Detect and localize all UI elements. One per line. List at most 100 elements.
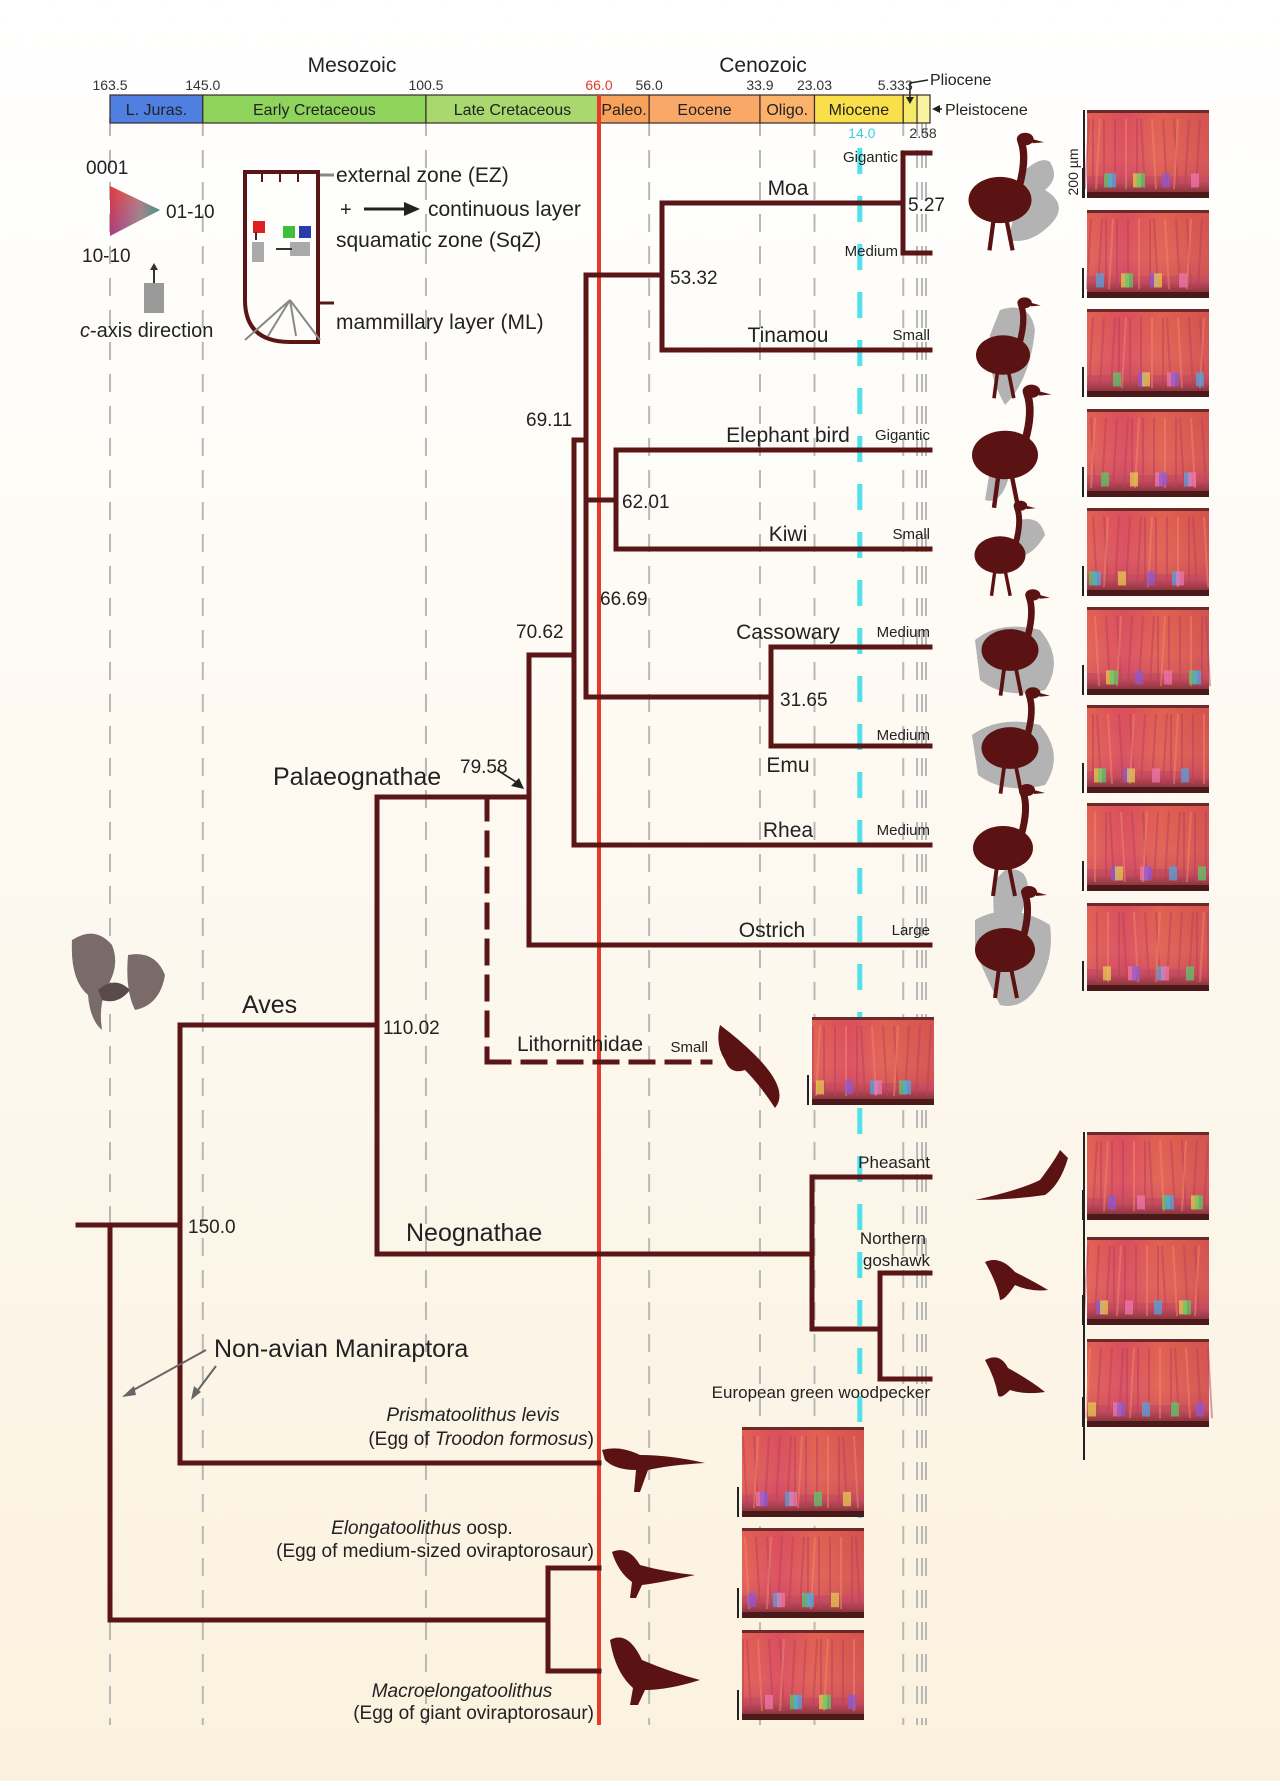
boundary-label-b2303: 23.03: [797, 77, 832, 93]
taxon-label-kiwi: Kiwi: [769, 523, 808, 546]
era-mesozoic: Mesozoic: [308, 54, 397, 77]
node-label-66-69: 66.69: [600, 589, 648, 610]
clade-label-aves: Aves: [242, 991, 297, 1019]
microstructure-woodpecker-baseband: [1087, 1421, 1209, 1427]
microstructure-tinamou-topband: [1087, 309, 1209, 312]
microstructure-elephant-bird-grain-2: [1101, 472, 1109, 487]
microstructure-goshawk-grain-4: [1183, 1300, 1191, 1315]
taxon-label-goshawk-line1: Northern: [860, 1229, 926, 1248]
silhouette-kiwi-leg-b: [1003, 569, 1012, 597]
silhouette-cassowary: [975, 589, 1054, 696]
microstructure-prismatoolithus-grain-2: [814, 1491, 822, 1507]
microstructure-moa-medium-streak-6: [1086, 218, 1092, 290]
microstructure-cassowary-grain-3: [1164, 670, 1172, 685]
microstructure-tinamou-streak-5: [1188, 317, 1194, 389]
silhouette-cassowary-head: [1025, 589, 1041, 601]
legend-green-grain: [283, 226, 295, 238]
microstructure-macroelongatoolithus-streak-11: [746, 1638, 752, 1712]
microstructure-tinamou-baseband: [1087, 391, 1209, 397]
microstructure-prismatoolithus-streak-12: [753, 1435, 759, 1509]
period-pleist: [916, 94, 931, 124]
silhouette-tinamou-leg-a: [992, 370, 1000, 399]
microstructure-ostrich-baseband: [1087, 985, 1209, 991]
silhouette-kiwi-leg-a: [989, 570, 997, 597]
legend-01-10: 01-10: [166, 202, 215, 223]
period-label-miocene: Miocene: [829, 102, 890, 119]
silhouette-rhea-head: [1019, 784, 1035, 796]
microstructure-woodpecker: [1082, 1339, 1213, 1427]
silhouette-ostrich: [975, 886, 1051, 1006]
legend-sqz-label: squamatic zone (SqZ): [336, 229, 541, 252]
node-label-150-0: 150.0: [188, 1217, 236, 1238]
taxon-label-pheasant: Pheasant: [858, 1153, 930, 1172]
microstructure-woodpecker-grain-2: [1142, 1402, 1150, 1417]
microstructure-cassowary-grain-2: [1135, 670, 1143, 685]
taxon-label-goshawk-line2: goshawk: [863, 1251, 931, 1270]
woodpecker-shape: [985, 1357, 1045, 1397]
silhouette-tinamou-head: [1017, 297, 1032, 309]
legend-continuous-label: continuous layer: [428, 198, 581, 221]
microstructure-kiwi-streak-12: [1103, 516, 1109, 588]
microstructure-moa-gigantic-grain-2: [1162, 173, 1170, 188]
silhouette-cassowary-neck: [1023, 593, 1035, 642]
microstructure-prismatoolithus: [737, 1427, 864, 1517]
microstructure-lithornithidae-streak-3: [926, 1025, 932, 1097]
microstructure-woodpecker-grain-5: [1117, 1402, 1125, 1417]
period-ecret: [202, 94, 427, 124]
boundary-label-b66: 66.0: [585, 77, 612, 93]
microstructure-moa-medium-streak-12: [1186, 218, 1192, 290]
size-label-cassowary: Medium: [877, 624, 930, 641]
microstructure-rhea-grain-5: [1144, 866, 1152, 881]
microstructure-woodpecker-grain-3: [1171, 1402, 1179, 1417]
silhouette-rhea: [973, 784, 1045, 950]
taxon-label-elephant: Elephant bird: [726, 424, 850, 447]
microstructure-rhea-grain-2: [1169, 866, 1177, 881]
microstructure-kiwi-topband: [1087, 508, 1209, 511]
mid-miocene-label: 14.0: [848, 125, 875, 141]
legend-continuous-arrowhead: [404, 202, 420, 216]
microstructure-emu-streak-5: [1118, 713, 1124, 785]
microstructure-lithornithidae-streak-6: [915, 1025, 921, 1097]
phylogenetic-tree: [75, 150, 933, 1674]
legend-ipf-triangle-overlay: [110, 186, 160, 236]
silhouette-emu-neck: [1023, 691, 1035, 740]
microstructure-pheasant: [1082, 1132, 1209, 1220]
microstructure-elephant-bird-overlay: [1087, 409, 1209, 475]
taxon-label-moa: Moa: [768, 177, 809, 200]
microstructure-emu-grain-4: [1098, 768, 1106, 783]
legend-grey-prism-a: [252, 242, 264, 262]
microstructure-pheasant-streak-3: [1092, 1140, 1098, 1212]
maniraptora-pointer-b: [194, 1365, 217, 1395]
microstructure-lithornithidae-streak-11: [860, 1025, 866, 1097]
size-label-ostrich: Large: [892, 922, 930, 939]
microstructure-moa-medium-grain-4: [1125, 273, 1133, 288]
microstructure-cassowary-streak-8: [1094, 615, 1100, 687]
silhouette-lithornithidae: [718, 1025, 780, 1108]
microstructure-rhea-streak-5: [1131, 811, 1137, 883]
node-label-79-58: 79.58: [460, 757, 508, 778]
microstructure-woodpecker-streak-0: [1129, 1347, 1135, 1419]
microstructure-goshawk-streak-12: [1194, 1245, 1200, 1317]
size-label-rhea: Medium: [877, 822, 930, 839]
microstructure-tinamou-grain-4: [1142, 372, 1150, 387]
microstructure-cassowary-grain-4: [1193, 670, 1201, 685]
silhouette-kiwi: [974, 500, 1045, 597]
microstructure-cassowary-topband: [1087, 607, 1209, 610]
microstructure-prismatoolithus-streak-5: [742, 1435, 748, 1509]
microstructure-moa-gigantic-overlay: [1087, 110, 1209, 176]
microstructure-elephant-bird-grain-5: [1188, 472, 1196, 487]
microstructure-pheasant-topband: [1087, 1132, 1209, 1135]
microstructure-moa-gigantic: [1082, 110, 1209, 198]
microstructure-elephant-bird-streak-11: [1179, 417, 1185, 489]
legend-red-grain: [253, 221, 265, 233]
fossil-label-macroelongatoolithus: Macroelongatoolithus: [372, 1681, 553, 1702]
microstructure-rhea-streak-8: [1120, 811, 1126, 883]
microstructure-prismatoolithus-streak-8: [853, 1435, 859, 1509]
silhouette-cassowary-leg-b: [1013, 666, 1024, 696]
microstructure-ostrich-streak-11: [1122, 911, 1128, 983]
node-79-58-arrowhead: [511, 778, 524, 789]
node-label-53-32: 53.32: [670, 268, 718, 289]
microstructure-moa-gigantic-topband: [1087, 110, 1209, 113]
taxon-label-rhea: Rhea: [763, 819, 814, 842]
